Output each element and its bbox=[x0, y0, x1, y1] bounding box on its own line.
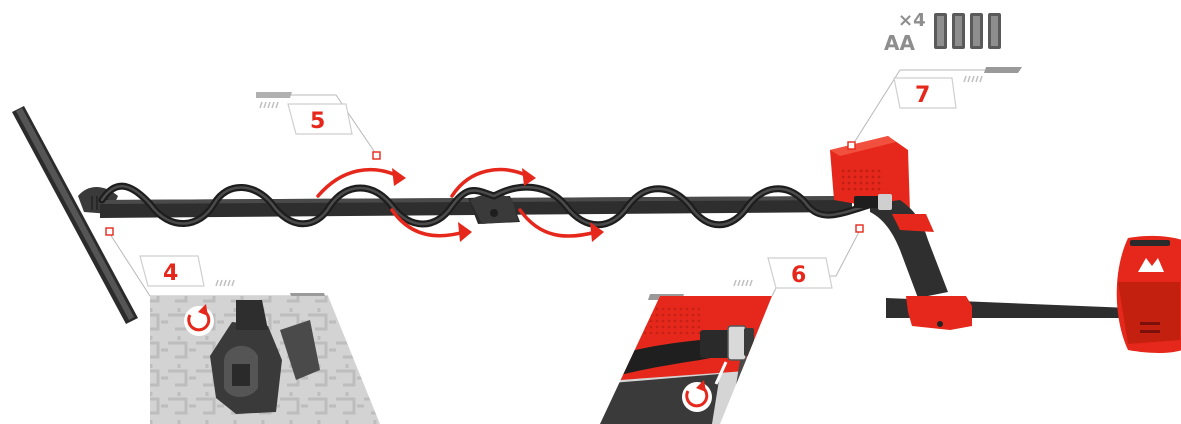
callout-6: 6 bbox=[600, 224, 864, 424]
armrest-clamp bbox=[906, 296, 972, 330]
shaft-camlock bbox=[470, 193, 518, 224]
step-4-number: 4 bbox=[163, 261, 178, 286]
callout-5: 5 bbox=[256, 92, 381, 160]
battery-type-label: AA bbox=[884, 31, 915, 55]
arrow-curve-2 bbox=[390, 208, 466, 238]
brand-logo-icon bbox=[1138, 258, 1164, 272]
callout-4: 4 bbox=[105, 227, 380, 424]
rotate-arrow-icon bbox=[682, 380, 712, 412]
shaft bbox=[100, 193, 852, 224]
arrow-curve-3 bbox=[450, 167, 530, 198]
battery-indicator: ×4 AA bbox=[884, 10, 1001, 55]
rotate-arrow-icon bbox=[184, 304, 214, 336]
step-4-badge bbox=[139, 255, 205, 287]
winding-arrows bbox=[316, 167, 598, 238]
control-box bbox=[830, 136, 948, 298]
step-5-badge bbox=[287, 103, 353, 135]
step-7-badge bbox=[893, 77, 957, 109]
battery-icon bbox=[934, 13, 1001, 49]
step-7-number: 7 bbox=[915, 83, 930, 108]
step-6-number: 6 bbox=[791, 263, 806, 288]
arrow-curve-1 bbox=[316, 167, 400, 198]
battery-count-label: ×4 bbox=[898, 10, 926, 31]
armrest bbox=[886, 235, 1181, 353]
step-6-badge bbox=[767, 257, 833, 289]
callout-7: 7 bbox=[847, 67, 1022, 150]
winding-arrowheads bbox=[392, 168, 604, 242]
step-5-number: 5 bbox=[310, 109, 325, 134]
arrow-curve-4 bbox=[518, 208, 598, 238]
